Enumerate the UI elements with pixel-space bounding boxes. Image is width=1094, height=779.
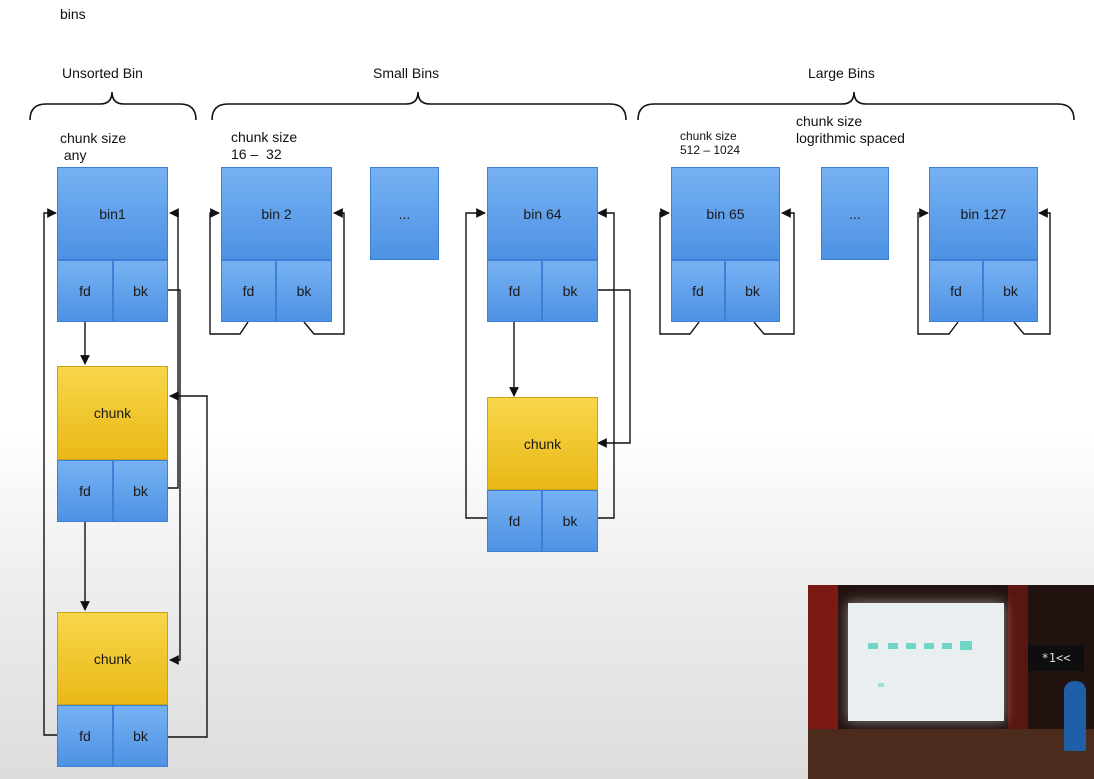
unsorted-chunk-2-bk: bk (113, 705, 168, 767)
small-bins-ellipsis: ... (370, 167, 439, 260)
chunk2-fd-arrow (43, 208, 58, 736)
large-spacing-note: chunk size logrithmic spaced (796, 113, 905, 146)
bin2-fd-loop (209, 208, 249, 335)
bin64-header: bin 64 (487, 167, 598, 260)
bin2-bk-loop (303, 208, 345, 335)
bin2-header: bin 2 (221, 167, 332, 260)
unsorted-chunk-2-fd: fd (57, 705, 113, 767)
bin127-bk-loop (1013, 208, 1051, 335)
bin1-bk-arrow (168, 289, 181, 665)
unsorted-chunk-1: chunk (57, 366, 168, 460)
unsorted-chunk-2: chunk (57, 612, 168, 705)
page-title: bins (60, 6, 86, 22)
large-bins-brace (637, 91, 1075, 121)
small-bins-brace (211, 91, 627, 121)
bin127-fd: fd (929, 260, 983, 322)
bin64-chunk-bk: bk (542, 490, 598, 552)
bin65-bk-loop (753, 208, 795, 335)
large-bins-ellipsis: ... (821, 167, 889, 260)
chunk64-bk-arrow (597, 208, 615, 519)
unsorted-size-note: chunk size any (60, 130, 127, 163)
unsorted-bin-label: Unsorted Bin (62, 65, 143, 81)
bin64-bk: bk (542, 260, 598, 322)
small-size-note: chunk size 16 – 32 (231, 129, 298, 162)
speaker-video-overlay: *1<< (808, 585, 1094, 779)
small-bins-label: Small Bins (373, 65, 440, 81)
chunk2-bk-arrow (168, 391, 208, 738)
bin2-fd: fd (221, 260, 276, 322)
bin65-fd: fd (671, 260, 725, 322)
unsorted-chunk-1-fd: fd (57, 460, 113, 522)
bin1-bk: bk (113, 260, 168, 322)
event-logo: *1<< (1028, 645, 1084, 671)
bin2-bk: bk (276, 260, 332, 322)
unsorted-chunk-1-bk: bk (113, 460, 168, 522)
speaker-figure (1064, 681, 1086, 751)
bin127-header: bin 127 (929, 167, 1038, 260)
chunk1-bk-arrow (168, 208, 179, 489)
bin1-fd: fd (57, 260, 113, 322)
bin64-chunk: chunk (487, 397, 598, 490)
bin64-fd: fd (487, 260, 542, 322)
bin65-bk: bk (725, 260, 780, 322)
video-screen-content (868, 641, 972, 687)
video-projection-screen (848, 603, 1004, 721)
bin127-bk: bk (983, 260, 1038, 322)
bin127-fd-loop (917, 208, 959, 335)
large-bins-label: Large Bins (808, 65, 875, 81)
video-floor (808, 729, 1094, 779)
bin65-fd-loop (659, 208, 700, 335)
bin64-chunk-fd: fd (487, 490, 542, 552)
bin65-size-note: chunk size 512 – 1024 (680, 129, 741, 157)
bin65-header: bin 65 (671, 167, 780, 260)
bin1-header: bin1 (57, 167, 168, 260)
chunk64-fd-arrow (465, 208, 488, 519)
unsorted-brace (29, 91, 197, 121)
